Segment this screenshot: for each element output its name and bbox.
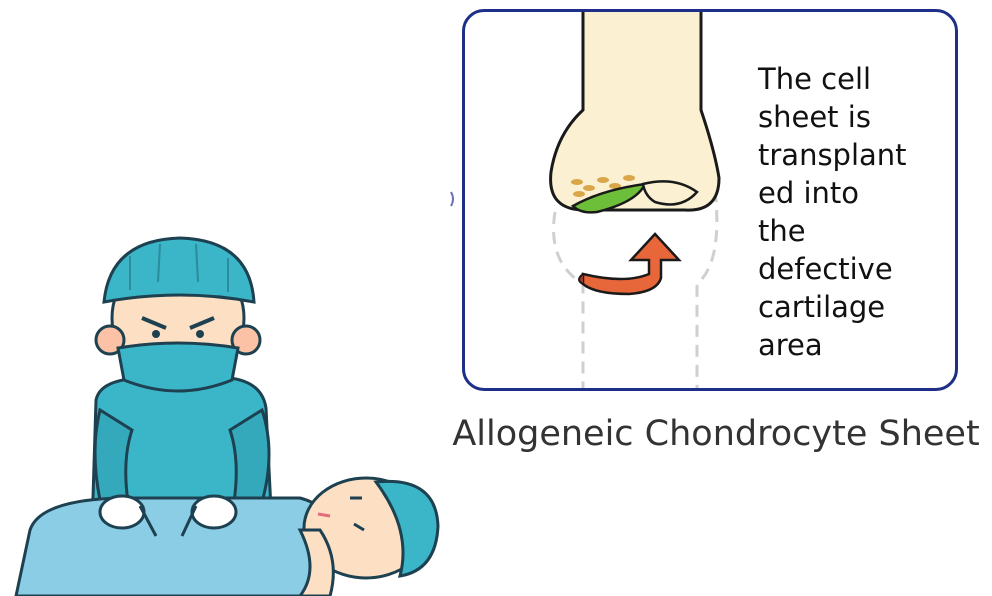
figure-title: Allogeneic Chondrocyte Sheet <box>440 414 992 454</box>
operating-drape <box>16 498 330 596</box>
transplant-arrow <box>583 234 679 294</box>
surgeon-mask <box>118 343 238 391</box>
edge-mark <box>450 190 456 208</box>
surgeon-right-glove <box>192 496 236 528</box>
diagram-caption: The cell sheet is transplant ed into the… <box>758 60 948 364</box>
surgeon-cap <box>104 238 254 302</box>
surgery-illustration <box>0 230 440 596</box>
surgeon-left-glove <box>100 496 144 528</box>
